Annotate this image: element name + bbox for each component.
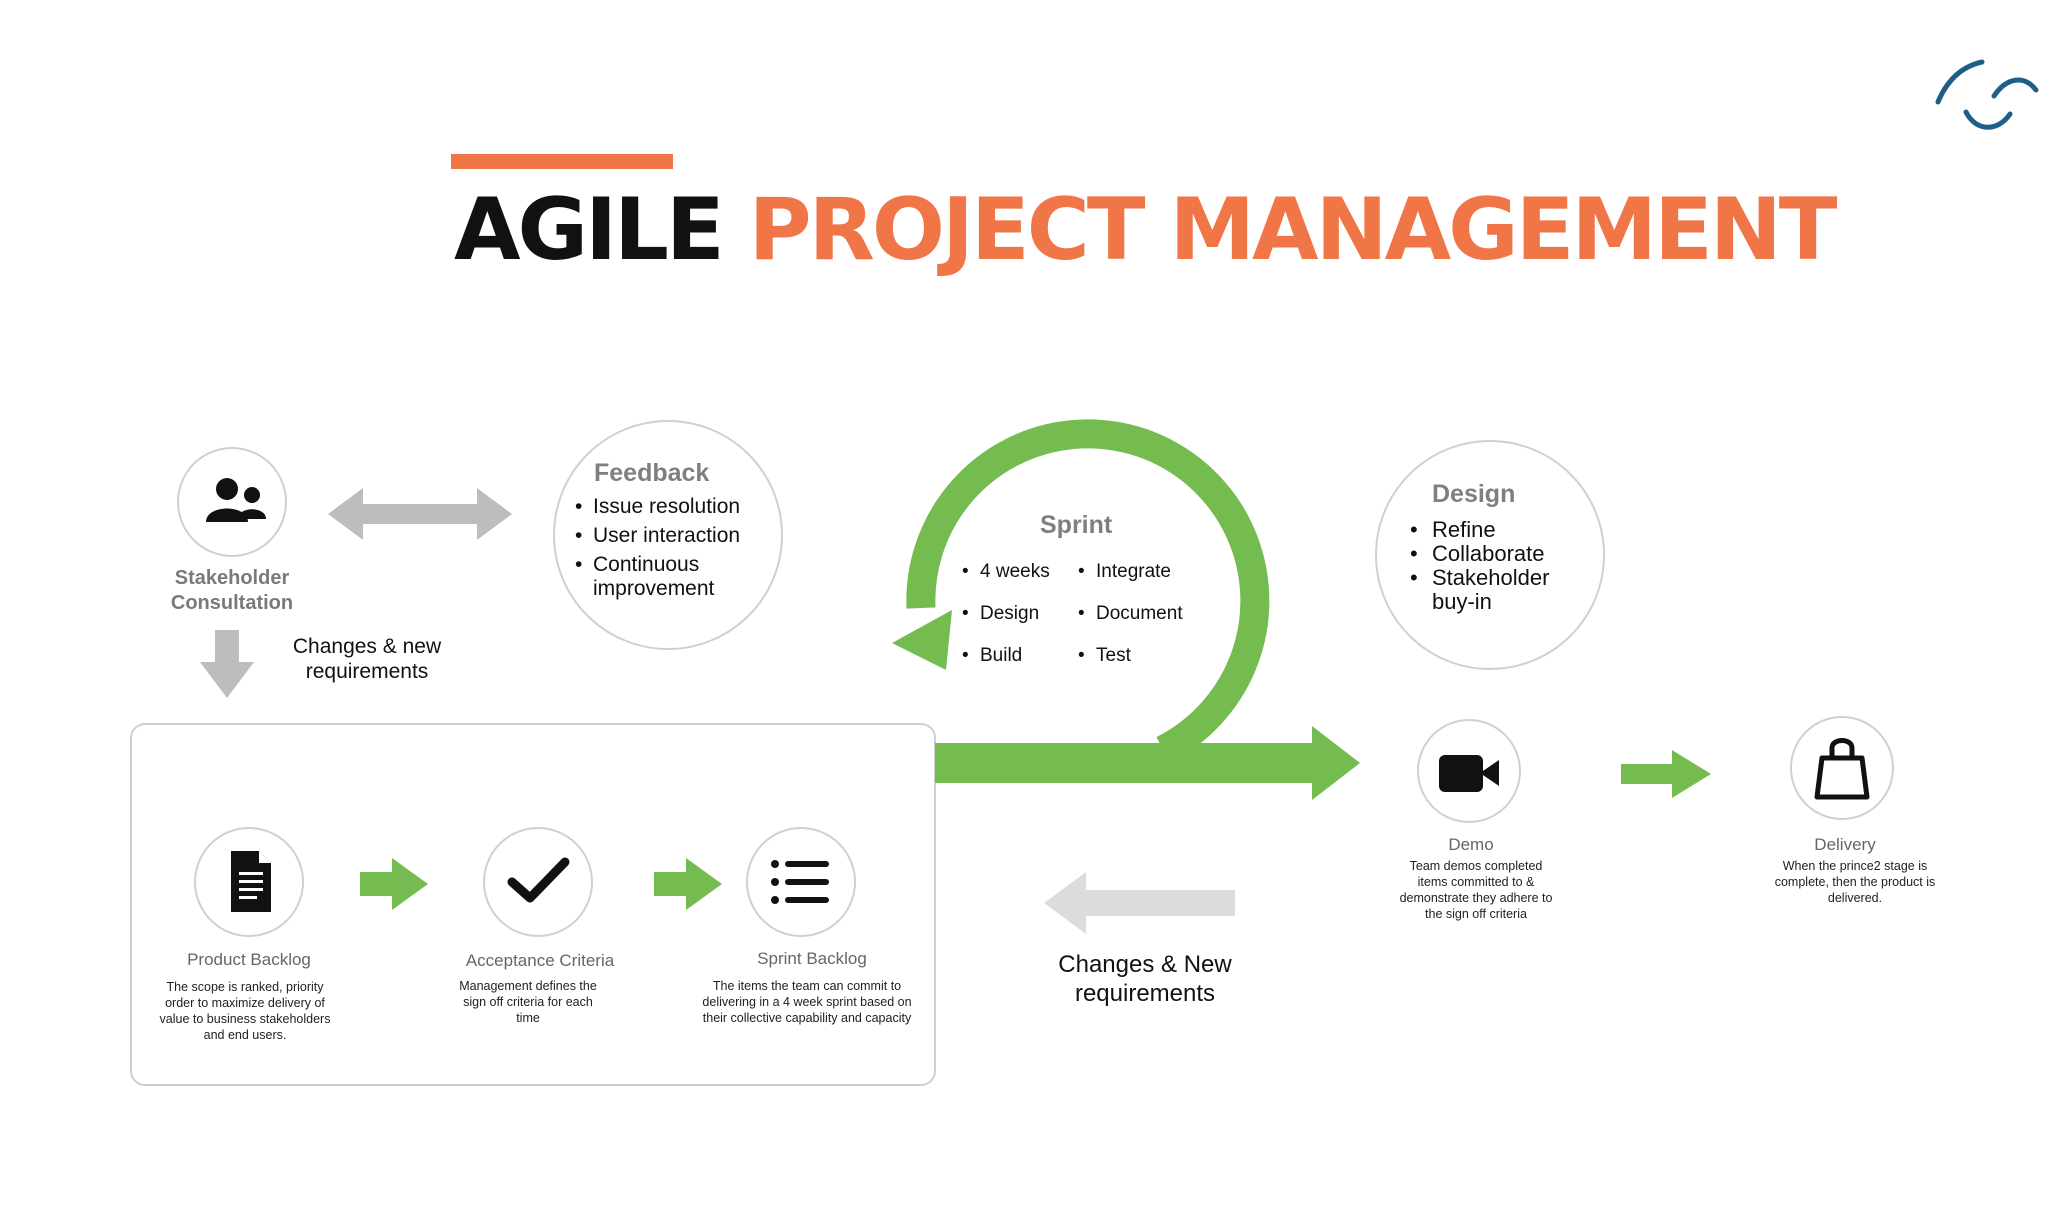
- sprint-item: Test: [1078, 642, 1212, 670]
- step-arrow-2: [654, 858, 722, 910]
- design-list: Refine Collaborate Stakeholder buy-in: [1410, 518, 1580, 614]
- product-backlog-desc: The scope is ranked, priority order to m…: [159, 980, 331, 1042]
- main-flow-arrow: [935, 726, 1360, 800]
- stakeholder-circle: [177, 447, 287, 557]
- sprint-loop-arrowhead: [892, 610, 952, 670]
- changes-label: Changes & new requirements: [292, 635, 442, 683]
- title-accent-bar: [451, 154, 673, 169]
- title-part-agile: AGILE: [454, 180, 725, 280]
- sprint-loop: [906, 419, 1270, 763]
- checkmark-icon: [507, 857, 570, 903]
- video-camera-icon: [1439, 755, 1499, 792]
- return-arrow: [1044, 872, 1235, 934]
- demo-desc: Team demos completed items committed to …: [1399, 859, 1553, 921]
- delivery-title: Delivery: [1814, 835, 1876, 854]
- shopping-bag-icon: [1814, 738, 1870, 800]
- page-title: AGILE PROJECT MANAGEMENT: [454, 180, 1837, 280]
- sprint-item: Build: [962, 642, 1078, 670]
- sprint-backlog-title: Sprint Backlog: [757, 949, 867, 968]
- acceptance-criteria-circle: [483, 827, 593, 937]
- users-icon: [206, 478, 266, 522]
- feedback-title: Feedback: [594, 459, 710, 487]
- sprint-item: Design: [962, 600, 1078, 628]
- acceptance-criteria-title: Acceptance Criteria: [465, 951, 615, 970]
- stakeholder-label: Stakeholder Consultation: [170, 567, 294, 614]
- demo-title: Demo: [1448, 835, 1494, 854]
- feedback-item: Continuous improvement: [575, 553, 765, 601]
- design-item: Stakeholder buy-in: [1410, 566, 1580, 614]
- title-part-project-management: PROJECT MANAGEMENT: [748, 180, 1838, 280]
- design-title: Design: [1432, 480, 1516, 508]
- delivery-arrow: [1621, 750, 1711, 798]
- acceptance-criteria-desc: Management defines the sign off criteria…: [459, 979, 597, 1025]
- delivery-circle: [1790, 716, 1894, 820]
- feedback-item: Issue resolution: [575, 492, 765, 521]
- list-icon: [771, 860, 829, 904]
- sprint-item: 4 weeks: [962, 558, 1078, 586]
- sprint-list: 4 weeks Integrate Design Document Build …: [962, 558, 1212, 670]
- sprint-item: Integrate: [1078, 558, 1212, 586]
- design-item: Refine: [1410, 518, 1580, 543]
- product-backlog-title: Product Backlog: [187, 950, 311, 969]
- return-changes-label: Changes & New requirements: [1058, 951, 1232, 1007]
- wave-logo-icon: [1935, 59, 2039, 130]
- sprint-title: Sprint: [1040, 511, 1113, 539]
- step-arrow-1: [360, 858, 428, 910]
- sprint-item: Document: [1078, 600, 1212, 628]
- feedback-item: User interaction: [575, 521, 765, 550]
- down-arrow-changes: [200, 630, 254, 698]
- feedback-list: Issue resolution User interaction Contin…: [575, 492, 765, 601]
- document-icon: [231, 851, 271, 912]
- double-arrow-feedback: [328, 488, 512, 540]
- delivery-desc: When the prince2 stage is complete, then…: [1774, 859, 1936, 905]
- design-item: Collaborate: [1410, 542, 1580, 567]
- sprint-backlog-desc: The items the team can commit to deliver…: [702, 979, 912, 1025]
